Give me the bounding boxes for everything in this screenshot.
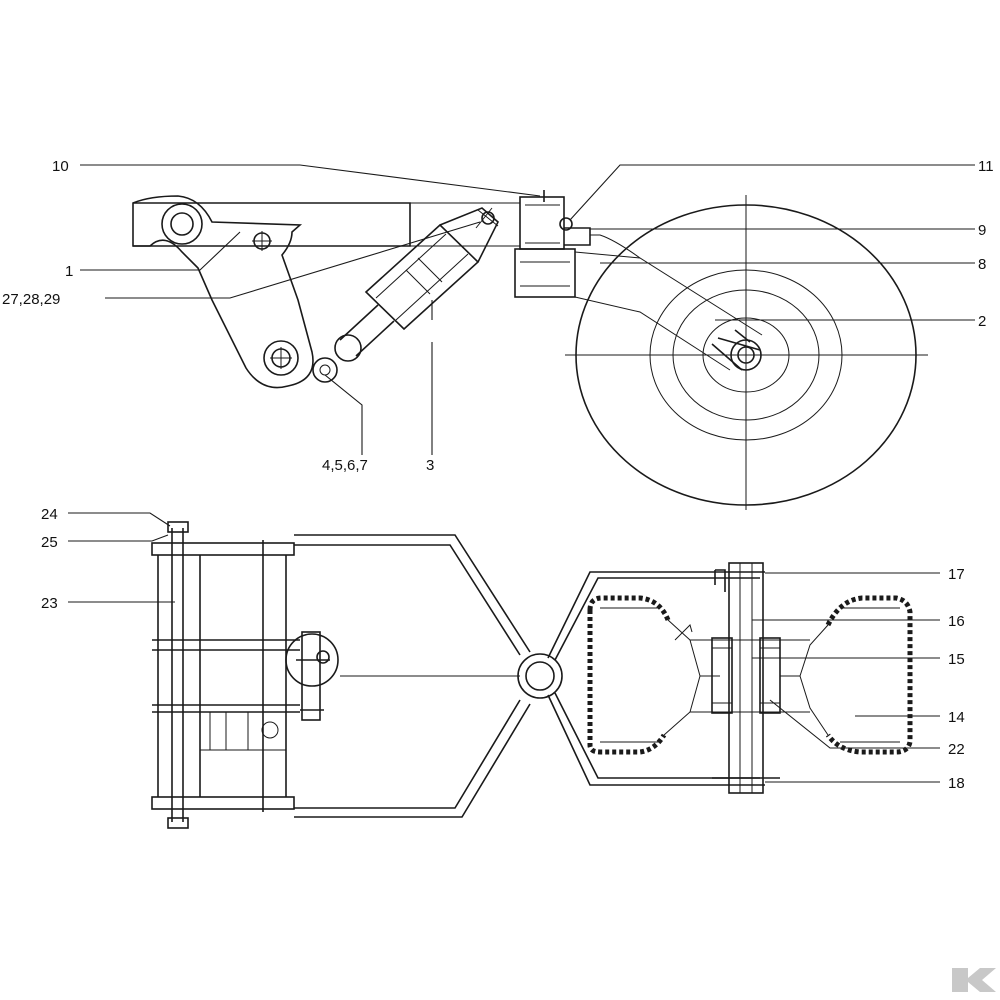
leader-11 <box>569 164 975 221</box>
callout-15: 15 <box>948 651 965 668</box>
frame-beam <box>133 202 411 247</box>
frame-beam-ext <box>410 202 520 247</box>
callout-3: 3 <box>426 457 434 474</box>
pin <box>714 569 726 592</box>
mount-bolt <box>559 217 573 231</box>
callout-22: 22 <box>948 741 965 758</box>
callout-16: 16 <box>948 613 965 630</box>
axle <box>728 562 764 794</box>
cylinder-lower-eye <box>312 357 338 383</box>
side-view <box>80 164 975 510</box>
mount-block <box>514 190 591 298</box>
cylinder-rod-end <box>334 334 362 362</box>
frame-bar-bottom <box>151 796 295 810</box>
long-bolt <box>171 528 184 822</box>
callout-27-28-29: 27,28,29 <box>2 291 60 308</box>
cylinder-barrel <box>364 223 480 331</box>
bolt-nut-bottom <box>167 817 189 829</box>
brand-logo <box>952 968 996 992</box>
callout-14: 14 <box>948 709 965 726</box>
callout-18: 18 <box>948 775 965 792</box>
leader-22 <box>769 699 940 749</box>
disc-wheel-side <box>565 195 928 510</box>
callout-24: 24 <box>41 506 58 523</box>
swing-arm-plate <box>132 195 314 389</box>
pivot-hole-upper <box>170 212 194 236</box>
callout-2: 2 <box>978 313 986 330</box>
tyre-left-wall <box>587 595 671 755</box>
bearing-right <box>759 637 781 714</box>
cylinder-head <box>439 207 499 263</box>
leader-24 <box>68 512 171 527</box>
callout-4-5-6-7: 4,5,6,7 <box>322 457 368 474</box>
wheel-fork <box>554 577 760 779</box>
callout-9: 9 <box>978 222 986 239</box>
pivot-eye <box>517 653 563 699</box>
callout-labels: 10 11 9 8 1 27,28,29 2 4,5,6,7 3 24 25 2… <box>2 158 994 792</box>
leader-4-5-6-7 <box>324 374 363 455</box>
frame-uprights <box>157 540 287 812</box>
pivot-boss-lower <box>263 340 299 376</box>
pivot-boss-upper <box>161 203 203 245</box>
callout-10: 10 <box>52 158 69 175</box>
top-view <box>68 512 940 829</box>
leader-1 <box>80 231 241 271</box>
arm-lower <box>294 699 531 818</box>
callout-8: 8 <box>978 256 986 273</box>
callout-1: 1 <box>65 263 73 280</box>
leader-27-28-29 <box>105 221 481 299</box>
bolt-nut-top <box>167 521 189 533</box>
callout-11: 11 <box>978 158 994 175</box>
callout-23: 23 <box>41 595 58 612</box>
hydraulic-cylinder <box>312 207 499 383</box>
leader-10 <box>80 164 541 197</box>
tyre-section <box>587 595 913 755</box>
bearing-left <box>711 637 733 714</box>
callout-17: 17 <box>948 566 965 583</box>
clamp-bracket <box>285 633 339 687</box>
callout-25: 25 <box>41 534 58 551</box>
tyre-right-wall <box>825 595 913 755</box>
arm-upper <box>294 534 531 656</box>
leader-25 <box>68 534 169 542</box>
frame-bar-top <box>151 542 295 556</box>
